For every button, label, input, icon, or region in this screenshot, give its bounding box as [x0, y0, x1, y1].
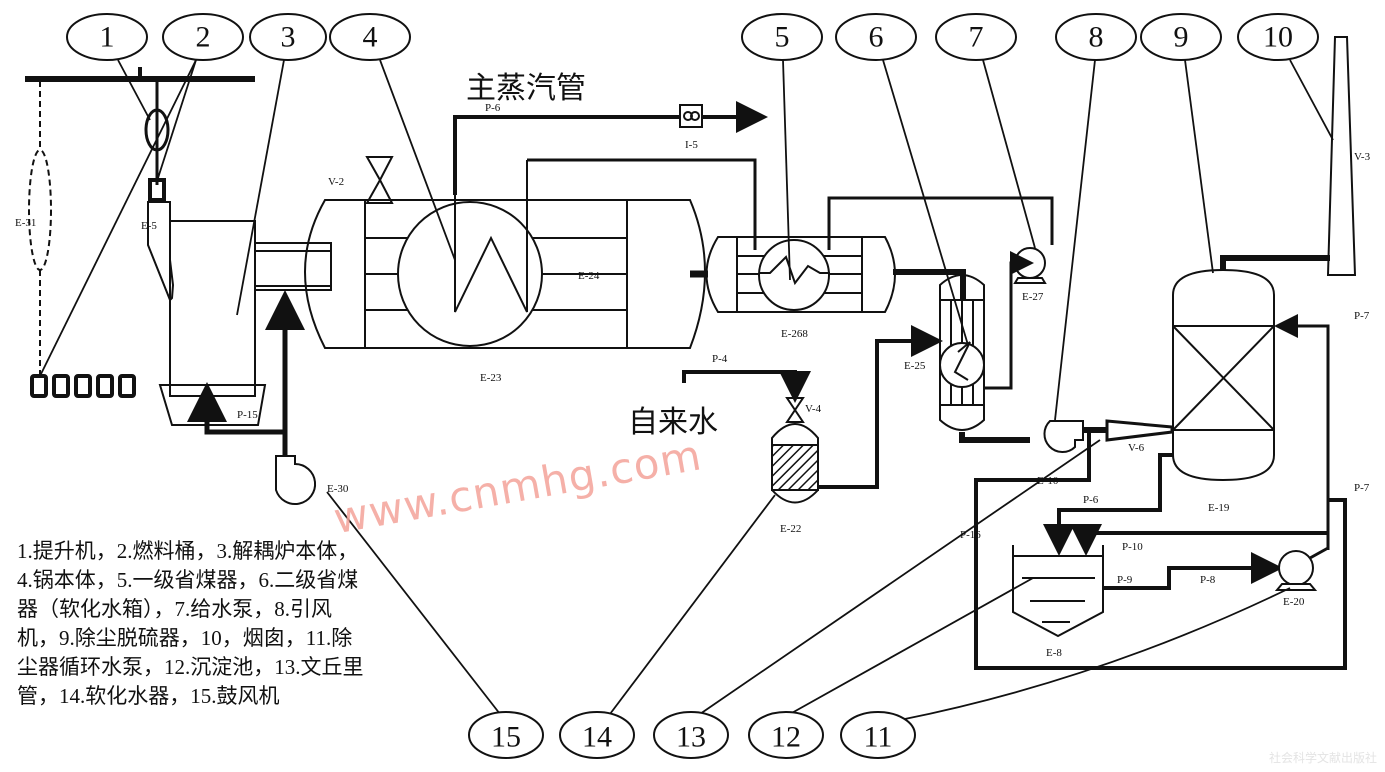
legend-item: 6.二级省煤器（软化水箱）， [17, 568, 359, 621]
label-v6: V-6 [1128, 442, 1145, 454]
callout-8: 8 [1089, 21, 1104, 54]
callout-9: 9 [1174, 21, 1189, 54]
e10-induced-draft-fan [1043, 420, 1084, 454]
hoist-hook [144, 108, 170, 152]
furnace-ash-pan [158, 384, 267, 426]
callout-13: 13 [676, 721, 706, 754]
callout-leaders [39, 59, 1334, 721]
legend-item: 7.给水泵， [174, 597, 275, 621]
fuel-buckets [30, 374, 136, 398]
v4-valve [785, 397, 805, 423]
decoupled-furnace-body [169, 220, 256, 397]
e268-primary-economizer [705, 236, 896, 313]
label-v4: V-4 [805, 403, 822, 415]
label-v3: V-3 [1354, 151, 1371, 163]
label-e30: E-30 [327, 483, 349, 495]
v2-safety-valve [365, 156, 394, 204]
label-e5: E-5 [141, 220, 157, 232]
callout-7: 7 [969, 21, 984, 54]
legend-item: 8.引风机， [17, 597, 332, 650]
e30-forced-draft-blower [275, 455, 317, 505]
label-e10: E-10 [1037, 475, 1059, 487]
label-e22: E-22 [780, 523, 801, 535]
legend-item: 15.鼓风机 [190, 684, 280, 708]
label-p15: P-15 [237, 409, 258, 421]
main-steam-pipe [453, 101, 768, 195]
callout-14: 14 [582, 721, 612, 754]
label-e25: E-25 [904, 360, 926, 372]
label-e19: E-19 [1208, 502, 1230, 514]
legend-item: 1.提升机， [17, 539, 117, 563]
callout-15: 15 [491, 721, 521, 754]
label-p4: P-4 [712, 353, 728, 365]
callout-11: 11 [864, 721, 893, 754]
e20-circulation-pump [1278, 550, 1314, 586]
hoist-block [148, 178, 166, 202]
label-e24: E-24 [578, 270, 600, 282]
label-p6-top: P-6 [485, 102, 501, 114]
label-p9: P-9 [1117, 574, 1133, 586]
callout-12: 12 [771, 721, 801, 754]
label-p10: P-10 [1122, 541, 1143, 553]
e25-secondary-economizer [939, 274, 985, 431]
callout-6: 6 [869, 21, 884, 54]
legend: 1.提升机，2.燃料桶，3.解耦炉本体， 4.锅本体，5.一级省煤器，6.二级省煤… [17, 537, 372, 711]
label-p16: P-16 [960, 529, 981, 541]
legend-item: 3.解耦炉本体， [216, 539, 359, 563]
label-p7-top: P-7 [1354, 310, 1370, 322]
v6-venturi-tube [1105, 419, 1174, 442]
label-p8: P-8 [1200, 574, 1216, 586]
label-e20: E-20 [1283, 596, 1305, 608]
label-i5: I-5 [685, 139, 698, 151]
main-steam-pipe-title: 主蒸汽管 [466, 71, 586, 106]
tap-water-title: 自来水 [628, 405, 718, 440]
label-v2: V-2 [328, 176, 344, 188]
callout-4: 4 [363, 21, 378, 54]
legend-item: 2.燃料桶， [116, 539, 217, 563]
label-p7-bottom: P-7 [1354, 482, 1370, 494]
e24-boiler-coil [397, 201, 543, 347]
label-e8: E-8 [1046, 647, 1062, 659]
e31-bucket-elevator [28, 149, 52, 271]
callout-bubbles [66, 13, 1319, 759]
legend-item: 5.一级省煤器， [116, 568, 259, 592]
legend-item: 4.锅本体， [17, 568, 117, 592]
v3-chimney [1326, 36, 1357, 276]
callout-3: 3 [281, 21, 296, 54]
callout-5: 5 [775, 21, 790, 54]
e23-boiler-shell [304, 199, 706, 349]
callout-2: 2 [196, 21, 211, 54]
legend-item: 9.除尘脱硫器， [59, 626, 201, 650]
label-e27: E-27 [1022, 291, 1044, 303]
callout-10: 10 [1263, 21, 1293, 54]
callout-1: 1 [100, 21, 115, 54]
label-e23: E-23 [480, 372, 502, 384]
legend-item: 13.文丘里管， [17, 655, 364, 708]
legend-item: 11.除尘器循环水泵， [17, 626, 353, 679]
label-e31: E-31 [15, 217, 36, 229]
legend-item: 14.软化水器， [59, 684, 191, 708]
legend-item: 12.沉淀池， [164, 655, 275, 679]
publisher-watermark: 社会科学文献出版社 [1268, 751, 1377, 765]
e19-scrubber-desulfurizer [1172, 268, 1275, 482]
label-e268: E-268 [781, 328, 808, 340]
label-p6-bottom: P-6 [1083, 494, 1099, 506]
legend-item: 10，烟囱， [200, 626, 306, 650]
